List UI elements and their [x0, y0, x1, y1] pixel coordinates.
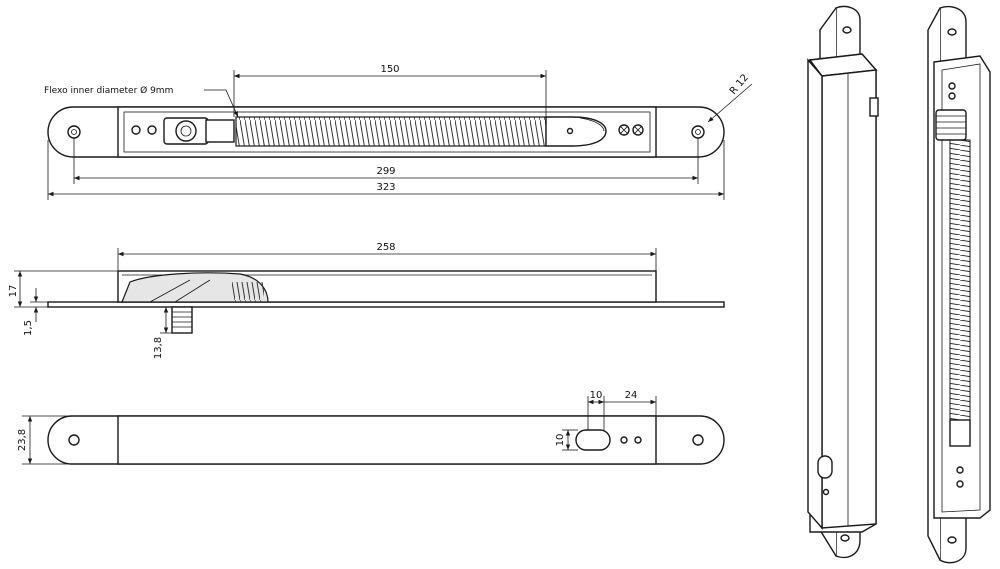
- dim-slot-width: 10: [590, 390, 603, 401]
- dim-slot-position: 24: [625, 390, 638, 401]
- dim-stud-length: 13,8: [153, 337, 164, 359]
- dim-hole-spacing: 299: [376, 166, 395, 177]
- dim-plate-width: 23,8: [17, 429, 28, 451]
- top-spring-coil: [235, 116, 547, 147]
- side-base-plate: [47, 301, 725, 308]
- top-stud-fitting: [175, 120, 197, 142]
- iso2-stud-fitting: [935, 109, 967, 141]
- dim-spring-length: 150: [380, 64, 399, 75]
- dim-total-length: 323: [376, 182, 395, 193]
- side-threaded-stud: [171, 306, 193, 334]
- dim-plate-thickness: 1,5: [23, 320, 34, 336]
- top-view: 150 Flexo inner diameter Ø 9mm R 12 299 …: [44, 64, 753, 200]
- isometric-view-closed: [807, 5, 879, 559]
- isometric-view-open: [927, 5, 991, 564]
- iso1-front-plate: [807, 58, 823, 530]
- bottom-right-mount-hole: [692, 434, 704, 446]
- dim-height: 17: [8, 285, 19, 298]
- bottom-left-mount-hole: [68, 434, 80, 446]
- iso1-slot: [817, 455, 833, 479]
- side-view: 258 17 1,5 13,8: [8, 242, 725, 359]
- flexo-diameter-note: Flexo inner diameter Ø 9mm: [44, 85, 173, 96]
- bottom-view: 10 24 10 23,8: [17, 390, 725, 465]
- dim-body-length: 258: [376, 242, 395, 253]
- dim-slot-height: 10: [555, 434, 566, 447]
- dim-end-radius: R 12: [728, 72, 751, 97]
- iso2-spring-coil: [949, 139, 971, 421]
- bottom-stud-slot: [575, 429, 611, 451]
